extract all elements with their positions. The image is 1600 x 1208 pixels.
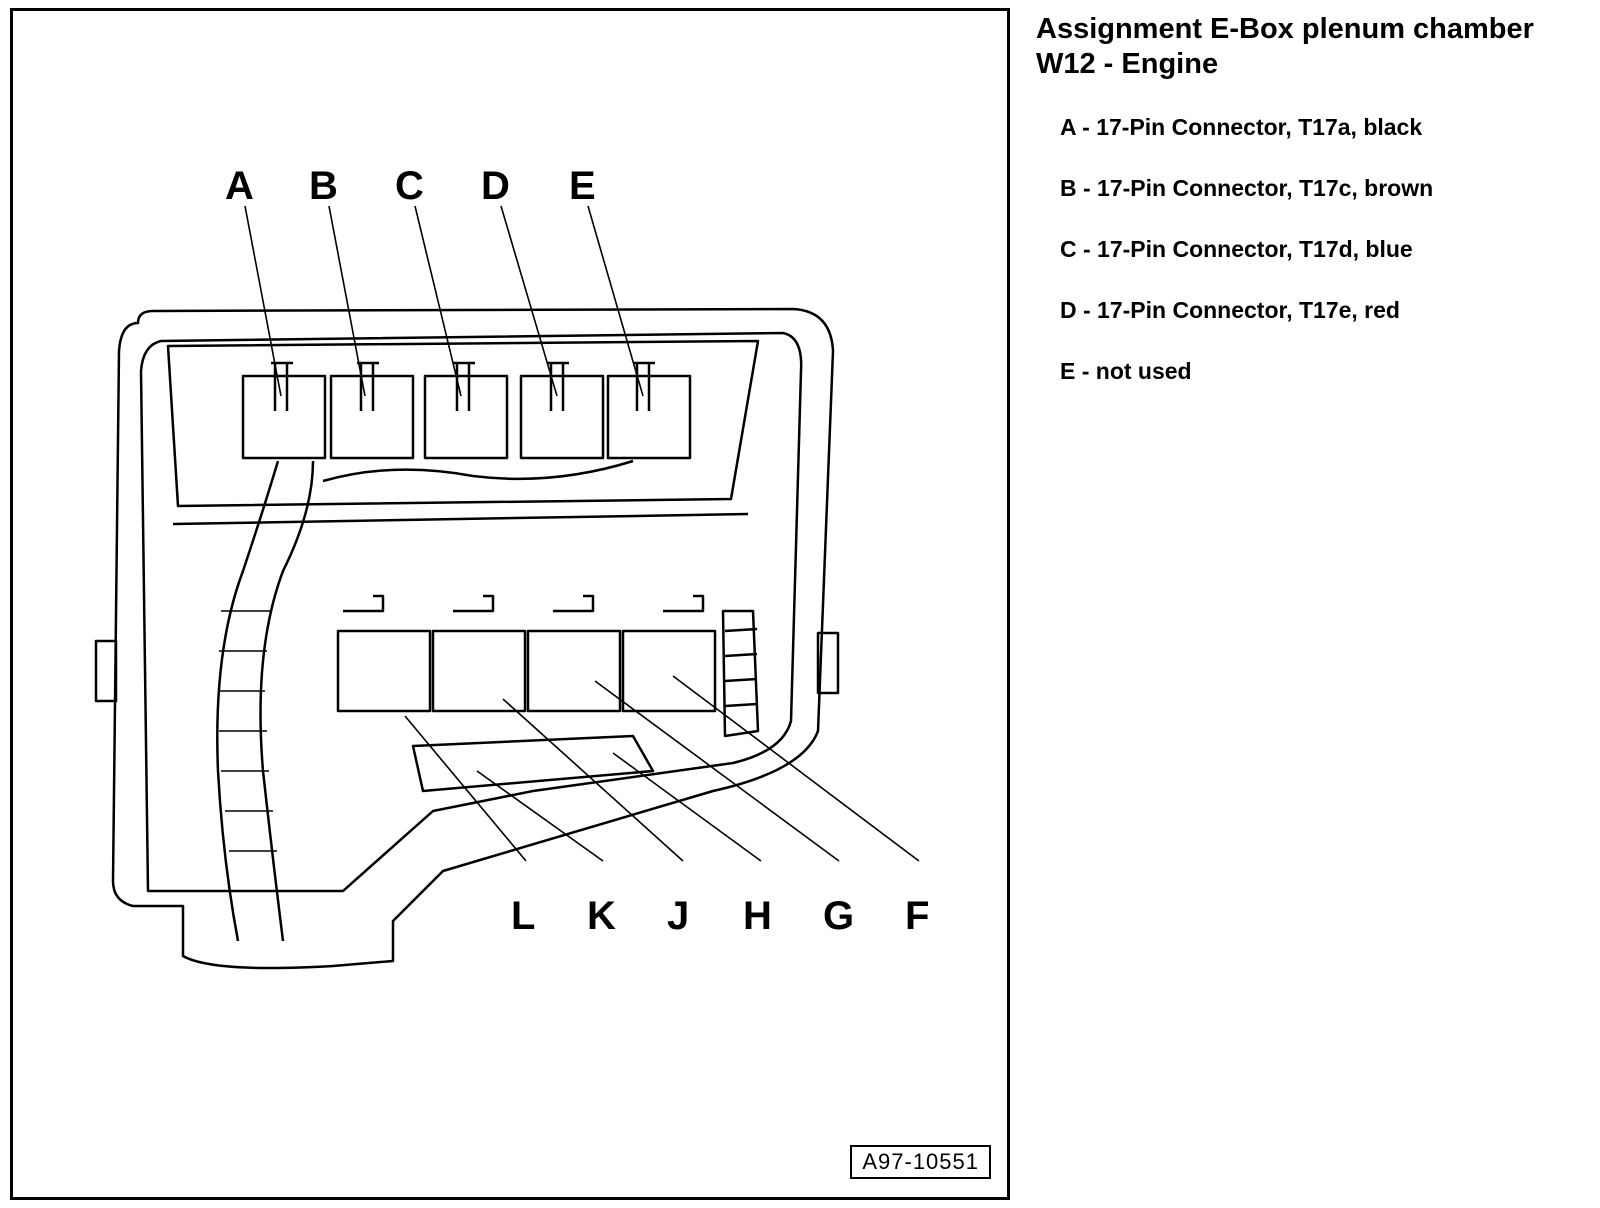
leader-l bbox=[404, 715, 527, 862]
relay-clips bbox=[343, 594, 705, 613]
relay-block-2 bbox=[431, 629, 527, 713]
leader-g bbox=[594, 680, 840, 862]
callout-k: K bbox=[587, 894, 616, 938]
callout-e: E bbox=[569, 164, 596, 208]
leader-k bbox=[476, 770, 604, 862]
callout-f: F bbox=[905, 894, 929, 938]
latch-c bbox=[453, 361, 475, 411]
leader-b bbox=[328, 205, 366, 397]
callout-b: B bbox=[309, 164, 338, 208]
wire-harness bbox=[216, 459, 634, 942]
legend-list: A - 17-Pin Connector, T17a, black B - 17… bbox=[1060, 114, 1596, 419]
latch-a bbox=[271, 361, 293, 411]
legend-panel: Assignment E-Box plenum chamber W12 - En… bbox=[1036, 12, 1596, 419]
cooling-fins bbox=[721, 609, 760, 738]
leader-a bbox=[244, 205, 282, 397]
legend-item-a: A - 17-Pin Connector, T17a, black bbox=[1060, 114, 1423, 140]
connector-a-body bbox=[241, 374, 327, 460]
leader-d bbox=[500, 205, 558, 397]
latch-d bbox=[547, 361, 569, 411]
leader-j bbox=[502, 698, 684, 862]
legend-item-d: D - 17-Pin Connector, T17e, red bbox=[1060, 297, 1400, 323]
legend-item-b: B - 17-Pin Connector, T17c, brown bbox=[1060, 175, 1434, 201]
latch-e bbox=[633, 361, 655, 411]
leader-e bbox=[587, 205, 644, 397]
harness-wraps bbox=[218, 610, 281, 892]
housing-outline bbox=[111, 307, 835, 970]
mount-tab-left bbox=[94, 639, 118, 703]
connector-c-body bbox=[423, 374, 509, 460]
legend-item-c: C - 17-Pin Connector, T17d, blue bbox=[1060, 236, 1413, 262]
callout-h: H bbox=[743, 894, 772, 938]
mount-tab-right bbox=[816, 631, 840, 695]
relay-block-3 bbox=[526, 629, 622, 713]
e-box-drawing: A B C D E L K J H G F bbox=[94, 164, 929, 970]
housing-inner bbox=[139, 331, 803, 893]
callout-a: A bbox=[225, 164, 254, 208]
upper-bay bbox=[166, 339, 760, 508]
callout-d: D bbox=[481, 164, 510, 208]
bay-shelf bbox=[172, 512, 749, 526]
leader-c bbox=[414, 205, 462, 397]
relay-block-1 bbox=[336, 629, 432, 713]
diagram-frame: A B C D E L K J H G F A97-10551 bbox=[10, 8, 1010, 1200]
callout-g: G bbox=[823, 894, 854, 938]
callout-c: C bbox=[395, 164, 424, 208]
fuse-row bbox=[411, 734, 655, 793]
callout-l: L bbox=[511, 894, 535, 938]
callout-j: J bbox=[667, 894, 689, 938]
figure-id-box: A97-10551 bbox=[850, 1145, 991, 1179]
leader-h bbox=[612, 752, 762, 862]
leader-f bbox=[672, 675, 920, 862]
heading-line-2: W12 - Engine bbox=[1036, 48, 1219, 80]
relay-block-4 bbox=[621, 629, 717, 713]
heading: Assignment E-Box plenum chamber W12 - En… bbox=[1036, 12, 1596, 82]
legend-item-e: E - not used bbox=[1060, 358, 1192, 384]
heading-line-1: Assignment E-Box plenum chamber bbox=[1036, 13, 1534, 45]
